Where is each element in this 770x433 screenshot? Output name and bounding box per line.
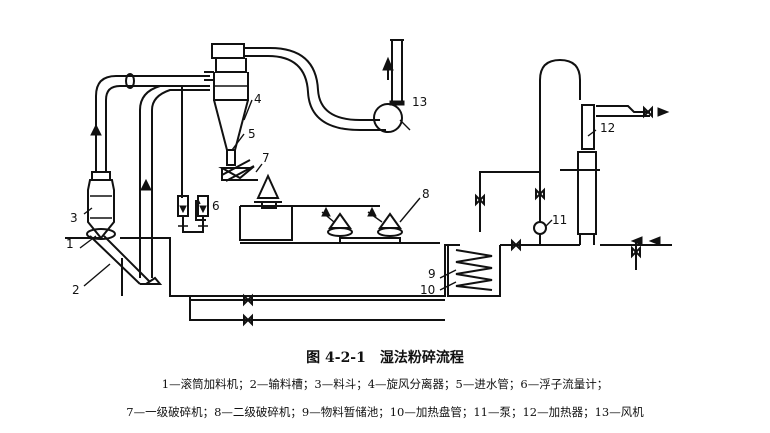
legend-line-1: 1—滚筒加料机；2—输料槽；3—料斗；4—旋风分离器；5—进水管；6—浮子流量计…	[161, 377, 609, 391]
storage-tank	[447, 245, 501, 297]
air-duct-left	[95, 75, 210, 172]
primary-crusher	[239, 173, 380, 241]
figure-caption: 图 4-2-1 湿法粉碎流程	[0, 347, 770, 367]
pump	[475, 171, 547, 245]
fan	[373, 39, 405, 133]
label-8: 8	[422, 187, 430, 201]
figure-title: 湿法粉碎流程	[379, 350, 464, 366]
right-arrow	[648, 236, 661, 246]
valve-a	[243, 293, 253, 307]
label-4: 4	[254, 92, 262, 106]
label-6: 6	[212, 199, 220, 213]
fan-duct	[244, 47, 376, 131]
feed-chute	[121, 258, 163, 296]
valve-c	[511, 238, 521, 252]
label-9: 9	[428, 267, 436, 281]
water-inlet-funnel	[218, 167, 255, 180]
left-arrow	[630, 236, 643, 246]
label-5: 5	[248, 127, 256, 141]
right-inlet	[600, 240, 672, 270]
label-1: 1	[66, 237, 74, 251]
heater	[539, 58, 670, 245]
inlet-pipe-valves	[189, 296, 445, 321]
base-floor	[240, 237, 440, 244]
secondary-crusher	[321, 206, 403, 237]
label-13: 13	[412, 95, 427, 109]
label-12: 12	[600, 121, 615, 135]
up-arrow-2	[140, 178, 152, 191]
cyclone-separator	[204, 43, 249, 166]
legend-line-2: 7—一级破碎机；8—二级破碎机；9—物料暂储池；10—加热盘管；11—泵；12—…	[126, 405, 644, 419]
figure-number: 图 4-2-1	[306, 350, 366, 366]
float-flowmeter	[177, 86, 209, 233]
label-7: 7	[262, 151, 270, 165]
return-duct	[139, 85, 210, 278]
up-arrow-1	[90, 123, 102, 136]
valve-b	[243, 313, 253, 327]
hopper	[87, 171, 115, 240]
leader-lines	[79, 99, 597, 291]
drum-feeder	[86, 228, 151, 285]
valve-d	[631, 245, 641, 259]
wet-milling-process-diagram: 1 2 3 4 5 6 7 8 9 10 11 12 13	[65, 39, 672, 327]
base-line	[65, 237, 672, 297]
label-10: 10	[420, 283, 435, 297]
duct-flange-1	[125, 73, 135, 89]
label-11: 11	[552, 213, 567, 227]
label-3: 3	[70, 211, 78, 225]
label-2: 2	[72, 283, 80, 297]
